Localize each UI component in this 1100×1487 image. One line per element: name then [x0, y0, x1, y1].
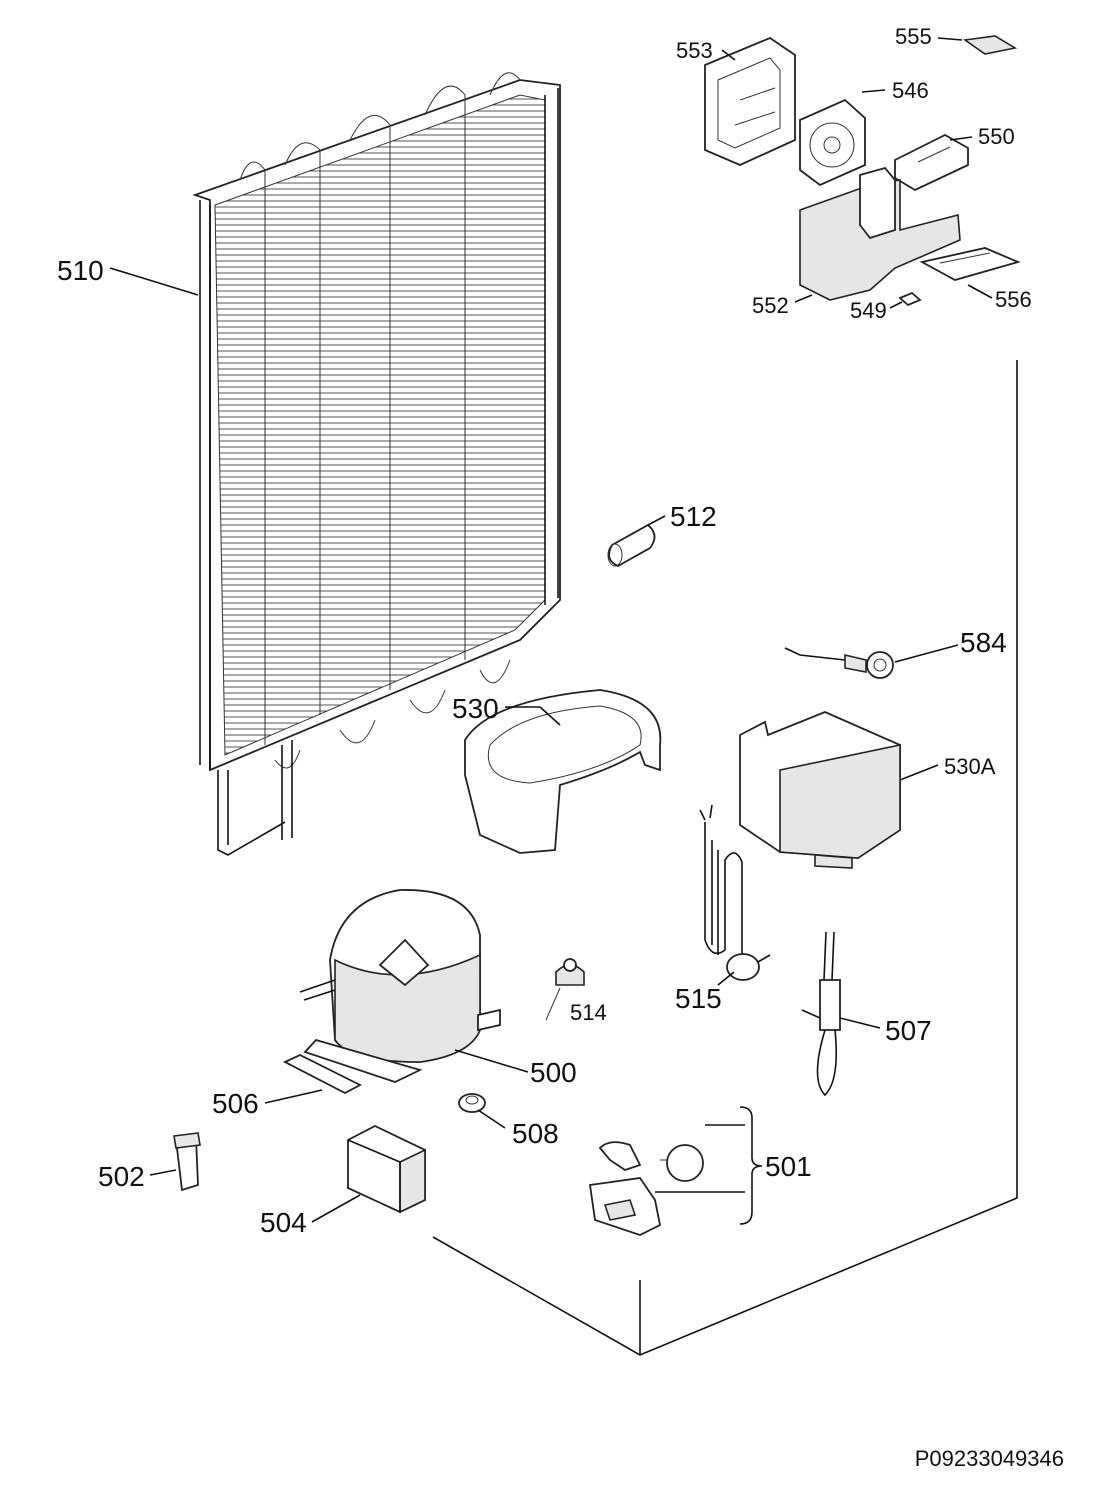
leader-508 [477, 1109, 506, 1129]
fan-546 [799, 98, 866, 187]
label-500: 500 [530, 1057, 577, 1088]
label-552: 552 [752, 293, 789, 318]
leader-556 [967, 284, 993, 299]
part-584 [784, 647, 894, 679]
housing-552 [799, 166, 961, 301]
leader-507 [839, 1017, 881, 1029]
label-550: 550 [978, 124, 1015, 149]
label-508: 508 [512, 1118, 559, 1149]
label-506: 506 [212, 1088, 259, 1119]
leader-530-b [539, 706, 561, 726]
part-549 [898, 291, 922, 307]
relay-group-501 [588, 1141, 704, 1236]
label-501: 501 [765, 1151, 812, 1182]
part-556 [919, 247, 1021, 281]
part-550 [894, 133, 969, 192]
heater-515 [699, 804, 771, 981]
label-549: 549 [850, 298, 887, 323]
part-508 [458, 1093, 486, 1113]
part-502 [173, 1132, 201, 1192]
leader-515 [717, 971, 735, 986]
leader-584 [894, 644, 959, 663]
leader-552 [794, 294, 813, 303]
leader-512 [647, 515, 666, 526]
part-504 [347, 1124, 426, 1214]
label-584: 584 [960, 627, 1007, 658]
part-506 [282, 1054, 362, 1095]
compressor-500 [299, 889, 501, 1083]
label-512: 512 [670, 501, 717, 532]
leader-504 [311, 1194, 361, 1223]
condenser-510 [192, 72, 561, 856]
label-553: 553 [676, 38, 713, 63]
cover-530a [739, 711, 901, 869]
label-507: 507 [885, 1015, 932, 1046]
part-512 [607, 523, 656, 568]
sensor-507 [801, 931, 841, 1097]
leader-550 [949, 136, 973, 141]
part-555 [962, 35, 1018, 55]
label-502: 502 [98, 1161, 145, 1192]
leader-530a [899, 764, 939, 781]
part-553 [704, 36, 796, 166]
leader-500 [454, 1049, 529, 1073]
leader-549 [889, 301, 903, 309]
part-514 [545, 958, 585, 1021]
tray-530 [464, 689, 662, 854]
base-frame [432, 360, 1018, 1356]
leader-510 [109, 267, 199, 296]
label-555: 555 [895, 24, 932, 49]
label-546: 546 [892, 78, 929, 103]
leader-555 [937, 37, 963, 41]
label-530a: 530A [944, 754, 996, 779]
reference-number: P09233049346 [915, 1446, 1064, 1471]
label-514: 514 [570, 1000, 607, 1025]
label-556: 556 [995, 287, 1032, 312]
bracket-501 [739, 1106, 763, 1225]
label-504: 504 [260, 1207, 307, 1238]
leader-553 [721, 49, 736, 61]
leader-502 [149, 1169, 177, 1176]
leader-546 [861, 89, 886, 93]
label-510: 510 [57, 255, 104, 286]
label-530: 530 [452, 693, 499, 724]
label-515: 515 [675, 983, 722, 1014]
leader-506 [264, 1089, 323, 1104]
